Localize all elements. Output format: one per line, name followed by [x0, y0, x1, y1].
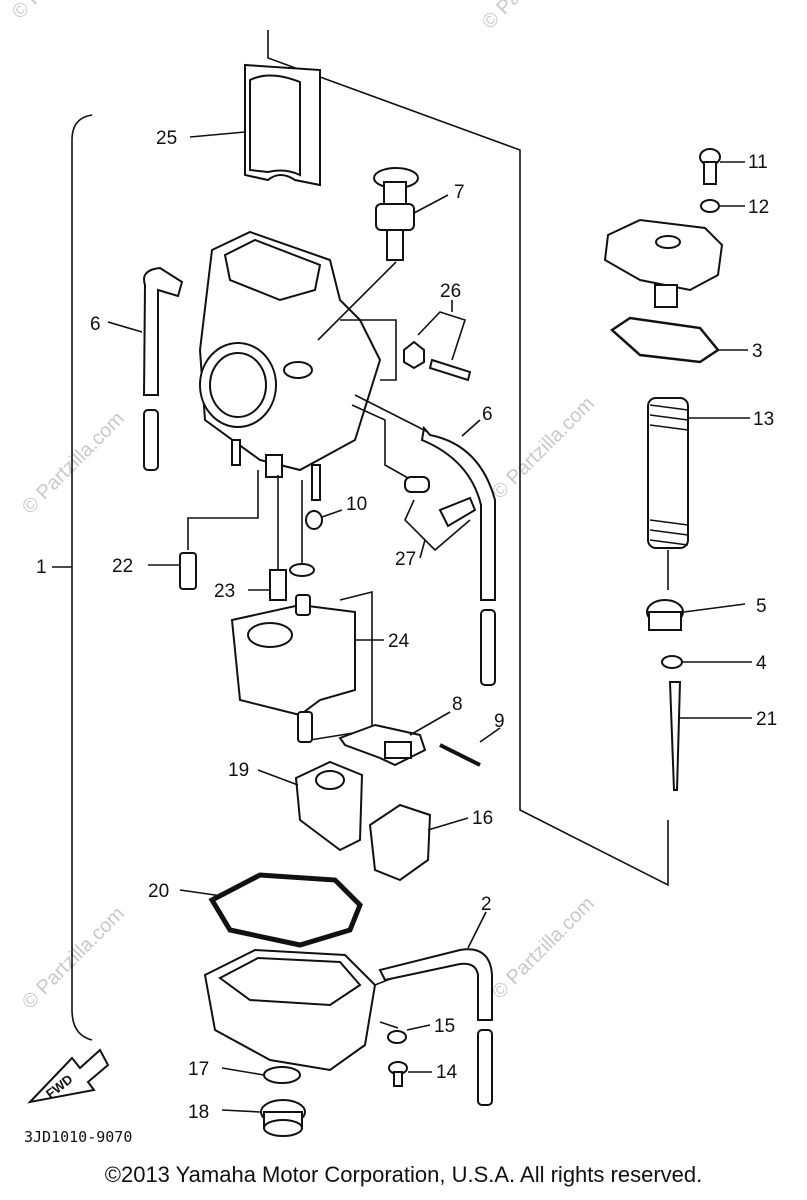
callout-10: 10: [346, 494, 367, 515]
drain-hose-part: [378, 911, 493, 1106]
callout-19: 19: [228, 760, 249, 781]
needle-jet-part: [148, 470, 259, 590]
assembly-bracket: [71, 114, 93, 1041]
callout-27: 27: [395, 549, 416, 570]
watermark-text: © Partzilla.com: [18, 408, 129, 519]
vent-hose-left-part: [107, 266, 184, 471]
float-pivot-bracket-part: [338, 711, 451, 767]
pilot-screw-set-part: [340, 300, 472, 382]
watermark-text: © Partzilla.com: [488, 893, 599, 1004]
callout-6a: 6: [90, 314, 101, 335]
callout-4: 4: [756, 653, 767, 674]
carburetor-body-part: [198, 230, 397, 501]
intake-duct-part: [189, 63, 321, 187]
float-bowl-part: [203, 948, 401, 1072]
callout-3: 3: [752, 341, 763, 362]
fwd-arrow-icon: FWD: [27, 1048, 110, 1104]
callout-11: 11: [748, 152, 768, 173]
cover-part: [257, 760, 364, 852]
callout-6b: 6: [482, 404, 493, 425]
side-cover-part: [368, 803, 469, 882]
callout-12: 12: [748, 197, 769, 218]
starter-plunger-part: [373, 167, 449, 261]
screw-part: [388, 1061, 432, 1087]
callout-5: 5: [756, 596, 767, 617]
watermark-text: © Partzilla.com: [18, 903, 129, 1014]
callout-labels: 1 2 3 4 5 6 6 7 8 9 10 11 12 13 14 15 16…: [36, 128, 777, 1123]
diagram-code: 3JD1010-9070: [24, 1128, 132, 1146]
float-bowl-gasket-part: [179, 872, 363, 948]
callout-14: 14: [436, 1062, 458, 1083]
throttle-stop-screw-part: [351, 404, 477, 559]
callout-17: 17: [188, 1059, 209, 1080]
callout-1: 1: [36, 557, 47, 578]
callout-2: 2: [481, 894, 492, 915]
callout-9: 9: [494, 711, 505, 732]
callout-25: 25: [156, 128, 177, 149]
needle-holder-part: [646, 599, 746, 631]
watermark-text: © Partzilla.com: [488, 393, 599, 504]
callout-8: 8: [452, 694, 463, 715]
jet-needle-part: [668, 681, 752, 791]
callout-24: 24: [388, 631, 410, 652]
drain-plug-part: [221, 1099, 306, 1137]
callout-21: 21: [756, 709, 777, 730]
float-pin-part: [439, 727, 501, 767]
callout-20: 20: [148, 881, 169, 902]
nut-part: [305, 509, 343, 530]
cap-gasket-part: [609, 316, 748, 364]
frame-line: [267, 30, 669, 887]
washer-part: [387, 1024, 431, 1044]
callout-16: 16: [472, 808, 493, 829]
vent-hose-right-part: [354, 394, 496, 686]
float-part: [230, 480, 384, 743]
callout-22: 22: [112, 556, 133, 577]
main-jet-part: [248, 475, 287, 601]
cap-washer-part: [700, 199, 745, 213]
copyright-notice: ©2013 Yamaha Motor Corporation, U.S.A. A…: [104, 1162, 703, 1187]
callout-18: 18: [188, 1102, 209, 1123]
mixing-chamber-top-part: [603, 218, 724, 308]
callout-7: 7: [454, 182, 465, 203]
callout-13: 13: [753, 409, 774, 430]
callout-15: 15: [434, 1016, 455, 1037]
throttle-valve-spring-part: [647, 397, 750, 590]
callout-23: 23: [214, 581, 235, 602]
needle-clip-part: [661, 655, 752, 669]
o-ring-part: [221, 1066, 301, 1084]
callout-26: 26: [440, 281, 461, 302]
watermark-text: © Partzilla.com: [8, 0, 119, 24]
cap-screw-part: [699, 148, 745, 185]
watermark-text: © Partzilla.com: [478, 0, 589, 34]
